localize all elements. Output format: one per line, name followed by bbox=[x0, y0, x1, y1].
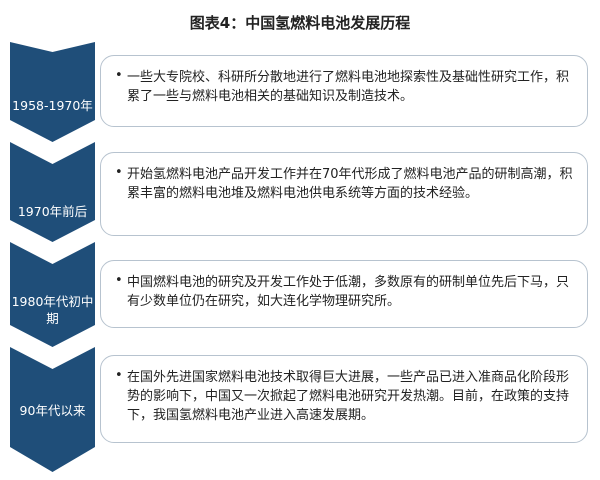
stage-period-label-1: 1958-1970年 bbox=[12, 98, 93, 113]
stage-description-text-4: 在国外先进国家燃料电池技术取得巨大进展，一些产品已进入准商品化阶段形势的影响下，… bbox=[127, 370, 570, 423]
stage-description-text-2: 开始氢燃料电池产品开发工作并在70年代形成了燃料电池产品的研制高潮，积累丰富的燃… bbox=[127, 167, 573, 201]
stage-period-label-4: 90年代以来 bbox=[19, 403, 86, 418]
stage-description-card-4: • 在国外先进国家燃料电池技术取得巨大进展，一些产品已进入准商品化阶段形势的影响… bbox=[100, 355, 588, 443]
bullet-marker: • bbox=[115, 165, 123, 180]
timeline-chevron-3 bbox=[10, 242, 95, 347]
bullet-marker: • bbox=[115, 273, 123, 288]
stage-description-card-1: • 一些大专院校、科研所分散地进行了燃料电池地探索性及基础性研究工作，积累了一些… bbox=[100, 55, 588, 127]
bullet-marker: • bbox=[115, 368, 123, 383]
bullet-marker: • bbox=[115, 68, 123, 83]
stage-description-text-1: 一些大专院校、科研所分散地进行了燃料电池地探索性及基础性研究工作，积累了一些与燃… bbox=[127, 70, 570, 104]
stage-description-text-3: 中国燃料电池的研究及开发工作处于低潮，多数原有的研制单位先后下马，只有少数单位仍… bbox=[127, 275, 570, 309]
stage-period-label-2: 1970年前后 bbox=[17, 204, 88, 219]
timeline-chevron-2 bbox=[10, 142, 95, 242]
timeline-chevron-1 bbox=[10, 42, 95, 142]
diagram-title: 图表4：中国氢燃料电池发展历程 bbox=[189, 14, 411, 32]
stage-period-label-3: 1980年代初中期 bbox=[11, 294, 94, 326]
stage-description-card-2: • 开始氢燃料电池产品开发工作并在70年代形成了燃料电池产品的研制高潮，积累丰富… bbox=[100, 152, 588, 236]
stage-description-card-3: • 中国燃料电池的研究及开发工作处于低潮，多数原有的研制单位先后下马，只有少数单… bbox=[100, 260, 588, 328]
timeline-chevron-4 bbox=[10, 347, 95, 472]
